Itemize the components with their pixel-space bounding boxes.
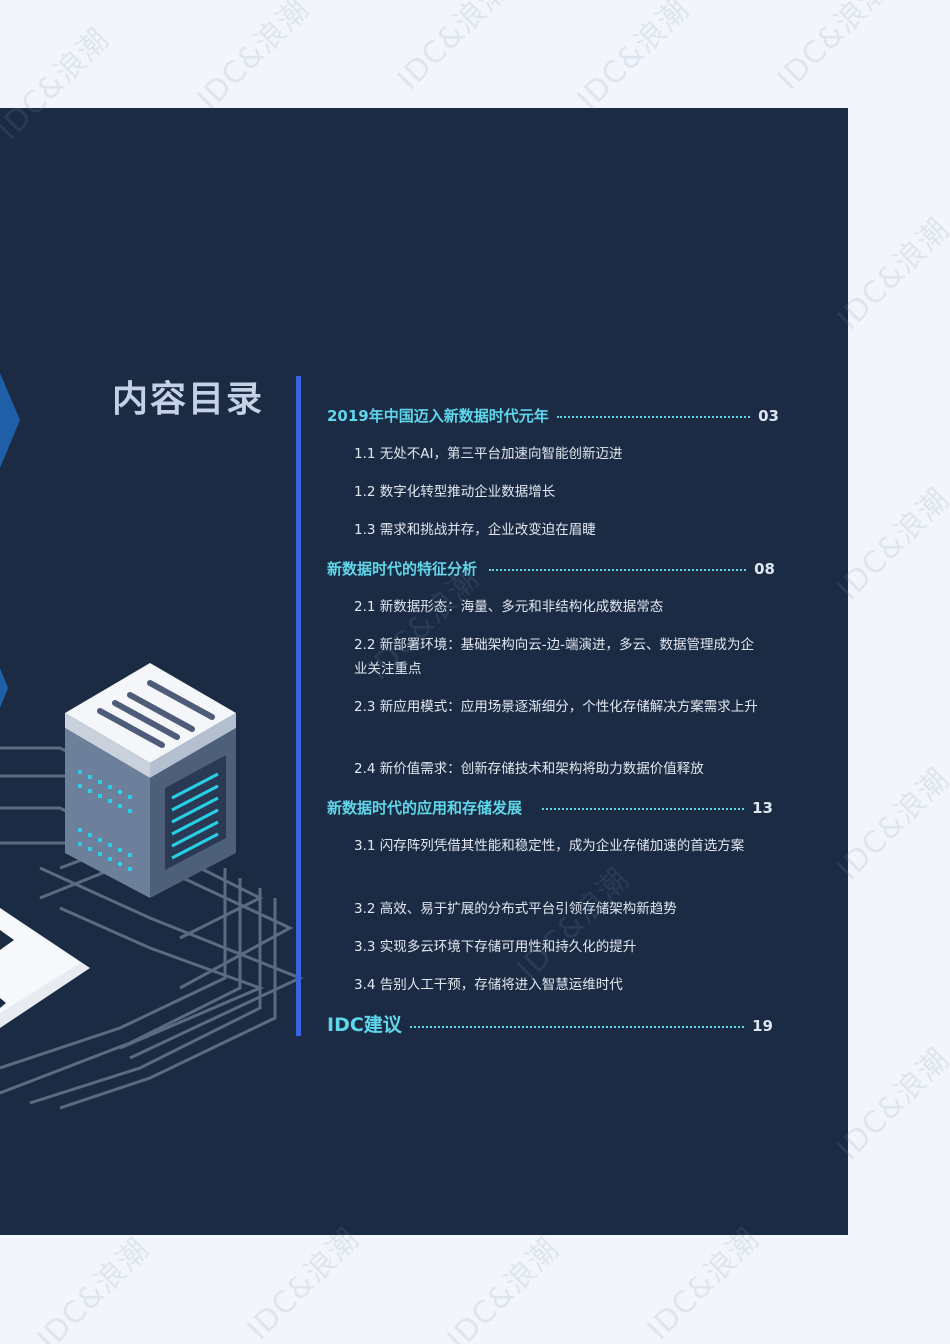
watermark: IDC&浪潮 [30, 1231, 157, 1344]
toc-subsection[interactable]: 3.2 高效、易于扩展的分布式平台引领存储架构新趋势 [354, 901, 677, 917]
toc-page-number: 08 [754, 560, 775, 578]
watermark: IDC&浪潮 [240, 1221, 367, 1344]
toc-subsection[interactable]: 3.4 告别人工干预，存储将进入智慧运维时代 [354, 977, 623, 993]
watermark: IDC&浪潮 [640, 1221, 767, 1344]
toc-subsection[interactable]: 1.3 需求和挑战并存，企业改变迫在眉睫 [354, 522, 596, 538]
toc-leader [556, 416, 751, 418]
toc-subsection[interactable]: 2.2 新部署环境：基础架构向云-边-端演进，多云、数据管理成为企业关注重点 [354, 637, 755, 677]
page-title: 内容目录 [112, 379, 265, 420]
toc-section-label: 新数据时代的特征分析 [327, 560, 478, 578]
toc-page-number: 03 [758, 407, 779, 425]
watermark: IDC&浪潮 [570, 0, 697, 118]
toc-subsection[interactable]: 1.1 无处不AI，第三平台加速向智能创新迈进 [354, 446, 623, 462]
toc-leader [542, 808, 745, 810]
toc-subsection[interactable]: 2.4 新价值需求：创新存储技术和架构将助力数据价值释放 [354, 761, 704, 777]
toc-leader [409, 1026, 745, 1028]
watermark: IDC&浪潮 [770, 0, 897, 98]
toc-accent-bar [296, 376, 301, 1036]
toc-page-number: 19 [752, 1017, 773, 1035]
toc-page-number: 13 [752, 799, 773, 817]
watermark: IDC&浪潮 [440, 1231, 567, 1344]
toc-subsection[interactable]: 1.2 数字化转型推动企业数据增长 [354, 484, 556, 500]
toc-subsection[interactable]: 2.3 新应用模式：应用场景逐渐细分，个性化存储解决方案需求上升 [354, 699, 758, 715]
toc-section[interactable]: 2019年中国迈入新数据时代元年 03 [327, 405, 779, 426]
toc-section[interactable]: 新数据时代的特征分析 08 [327, 558, 775, 579]
watermark: IDC&浪潮 [390, 0, 517, 98]
toc-section-label: 新数据时代的应用和存储发展 [327, 799, 523, 817]
watermark: IDC&浪潮 [190, 0, 317, 118]
toc-section-label: IDC建议 [327, 1014, 402, 1036]
toc-section[interactable]: 新数据时代的应用和存储发展 13 [327, 797, 773, 818]
toc-subsection[interactable]: 2.1 新数据形态：海量、多元和非结构化成数据常态 [354, 599, 664, 615]
server-illustration [0, 373, 304, 1110]
toc-section[interactable]: IDC建议 19 [327, 1010, 773, 1037]
toc-subsection[interactable]: 3.1 闪存阵列凭借其性能和稳定性，成为企业存储加速的首选方案 [354, 838, 745, 854]
toc-subsection[interactable]: 3.3 实现多云环境下存储可用性和持久化的提升 [354, 939, 637, 955]
table-of-contents: 2019年中国迈入新数据时代元年 03 1.1 无处不AI，第三平台加速向智能创… [0, 108, 848, 1235]
toc-leader [489, 569, 747, 571]
toc-section-label: 2019年中国迈入新数据时代元年 [327, 407, 549, 425]
toc-panel: 内容目录 2019年中国迈入新数据时代元年 03 1.1 无处不AI，第三平台加… [0, 108, 848, 1235]
